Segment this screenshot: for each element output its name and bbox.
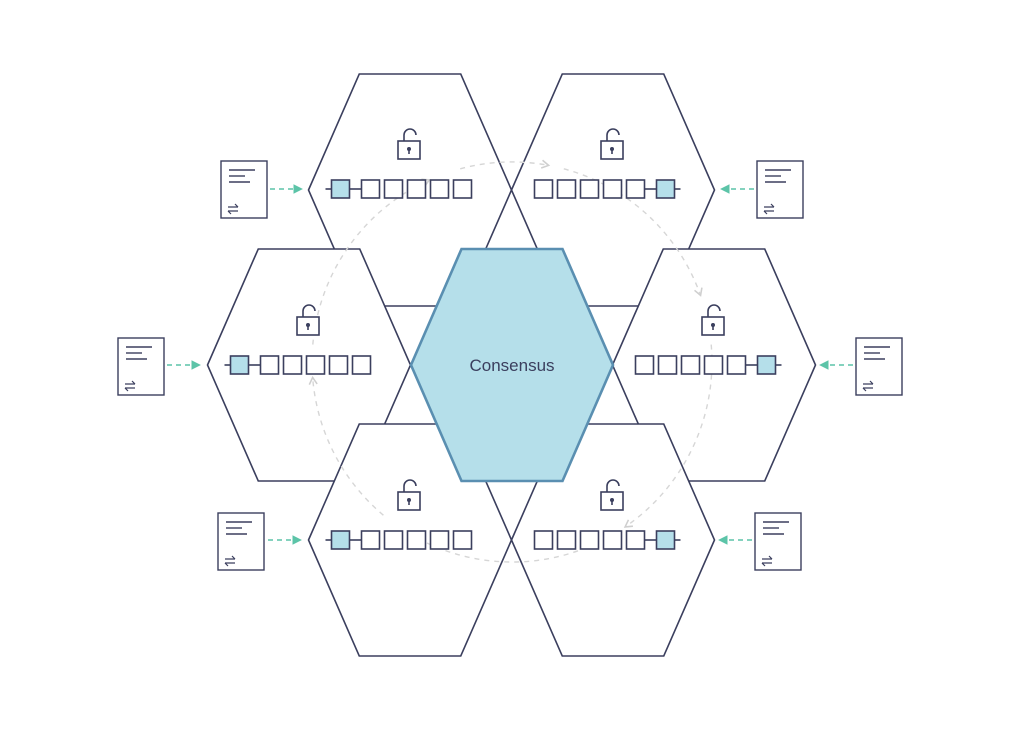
consensus-hexagon [409, 247, 615, 483]
swap-arrows-icon [124, 380, 136, 392]
ring-arrow-segment [408, 533, 597, 563]
chain-block [429, 530, 450, 550]
block-chain [325, 530, 473, 550]
padlock-keyhole-slot [611, 500, 613, 505]
padlock-keyhole-slot [307, 325, 309, 330]
node-left [117, 304, 372, 396]
padlock-keyhole-slot [712, 325, 714, 330]
padlock-icon [397, 128, 421, 160]
document-icon [756, 160, 804, 219]
chain-block [406, 530, 427, 550]
chain-block [602, 530, 623, 550]
document-icon [754, 512, 802, 571]
chain-block [579, 179, 600, 199]
padlock-shackle [606, 479, 620, 492]
chain-block [383, 179, 404, 199]
document-icon [117, 337, 165, 396]
consensus-hub: Consensus [409, 247, 615, 483]
padlock-shackle [302, 304, 316, 317]
padlock-shackle [606, 128, 620, 141]
chain-block [452, 179, 473, 199]
ring-arrow-segment [623, 344, 713, 528]
chain-block [360, 179, 381, 199]
chain-block [680, 355, 701, 375]
swap-arrows-icon [862, 380, 874, 392]
padlock-icon [397, 479, 421, 511]
swap-arrows-icon [224, 555, 236, 567]
node-bottom-left [217, 479, 473, 571]
chain-block [429, 179, 450, 199]
chain-block [533, 179, 554, 199]
consensus-ring [308, 159, 713, 563]
document-icon [855, 337, 903, 396]
padlock-keyhole-slot [408, 500, 410, 505]
chain-block [579, 530, 600, 550]
block-chain [533, 530, 681, 550]
new-block [330, 530, 351, 550]
chain-block [305, 355, 326, 375]
chain-block [351, 355, 372, 375]
chain-block [533, 530, 554, 550]
swap-arrows-icon [227, 203, 239, 215]
node-content-layer [117, 128, 903, 571]
document-icon [217, 512, 265, 571]
block-chain [224, 355, 372, 375]
swap-arrows-icon [763, 203, 775, 215]
new-block [229, 355, 250, 375]
chain-block [556, 179, 577, 199]
padlock-icon [296, 304, 320, 336]
padlock-shackle [403, 128, 417, 141]
new-block [756, 355, 777, 375]
chain-block [452, 530, 473, 550]
new-block [655, 530, 676, 550]
block-chain [325, 179, 473, 199]
block-chain [533, 179, 681, 199]
chain-block [625, 179, 646, 199]
chain-block [657, 355, 678, 375]
chain-block [282, 355, 303, 375]
ring-arrow-segment [460, 159, 551, 170]
consensus-label: Consensus [469, 356, 554, 375]
chain-block [703, 355, 724, 375]
ring-arrow-segment [563, 168, 703, 297]
node-top-right [533, 128, 804, 219]
chain-block [726, 355, 747, 375]
chain-block [259, 355, 280, 375]
new-block [655, 179, 676, 199]
block-chain [634, 355, 782, 375]
chain-block [556, 530, 577, 550]
document-icon [220, 160, 268, 219]
chain-block [360, 530, 381, 550]
padlock-shackle [707, 304, 721, 317]
chain-block [625, 530, 646, 550]
padlock-icon [701, 304, 725, 336]
node-right [634, 304, 903, 396]
padlock-icon [600, 479, 624, 511]
padlock-keyhole-slot [611, 149, 613, 154]
padlock-shackle [403, 479, 417, 492]
swap-arrows-icon [761, 555, 773, 567]
node-top-left [220, 128, 473, 219]
chain-block [328, 355, 349, 375]
ring-arrow-segment [312, 178, 431, 345]
padlock-icon [600, 128, 624, 160]
node-bottom-right [533, 479, 802, 571]
padlock-keyhole-slot [408, 149, 410, 154]
chain-block [634, 355, 655, 375]
chain-block [383, 530, 404, 550]
chain-block [602, 179, 623, 199]
chain-block [406, 179, 427, 199]
new-block [330, 179, 351, 199]
